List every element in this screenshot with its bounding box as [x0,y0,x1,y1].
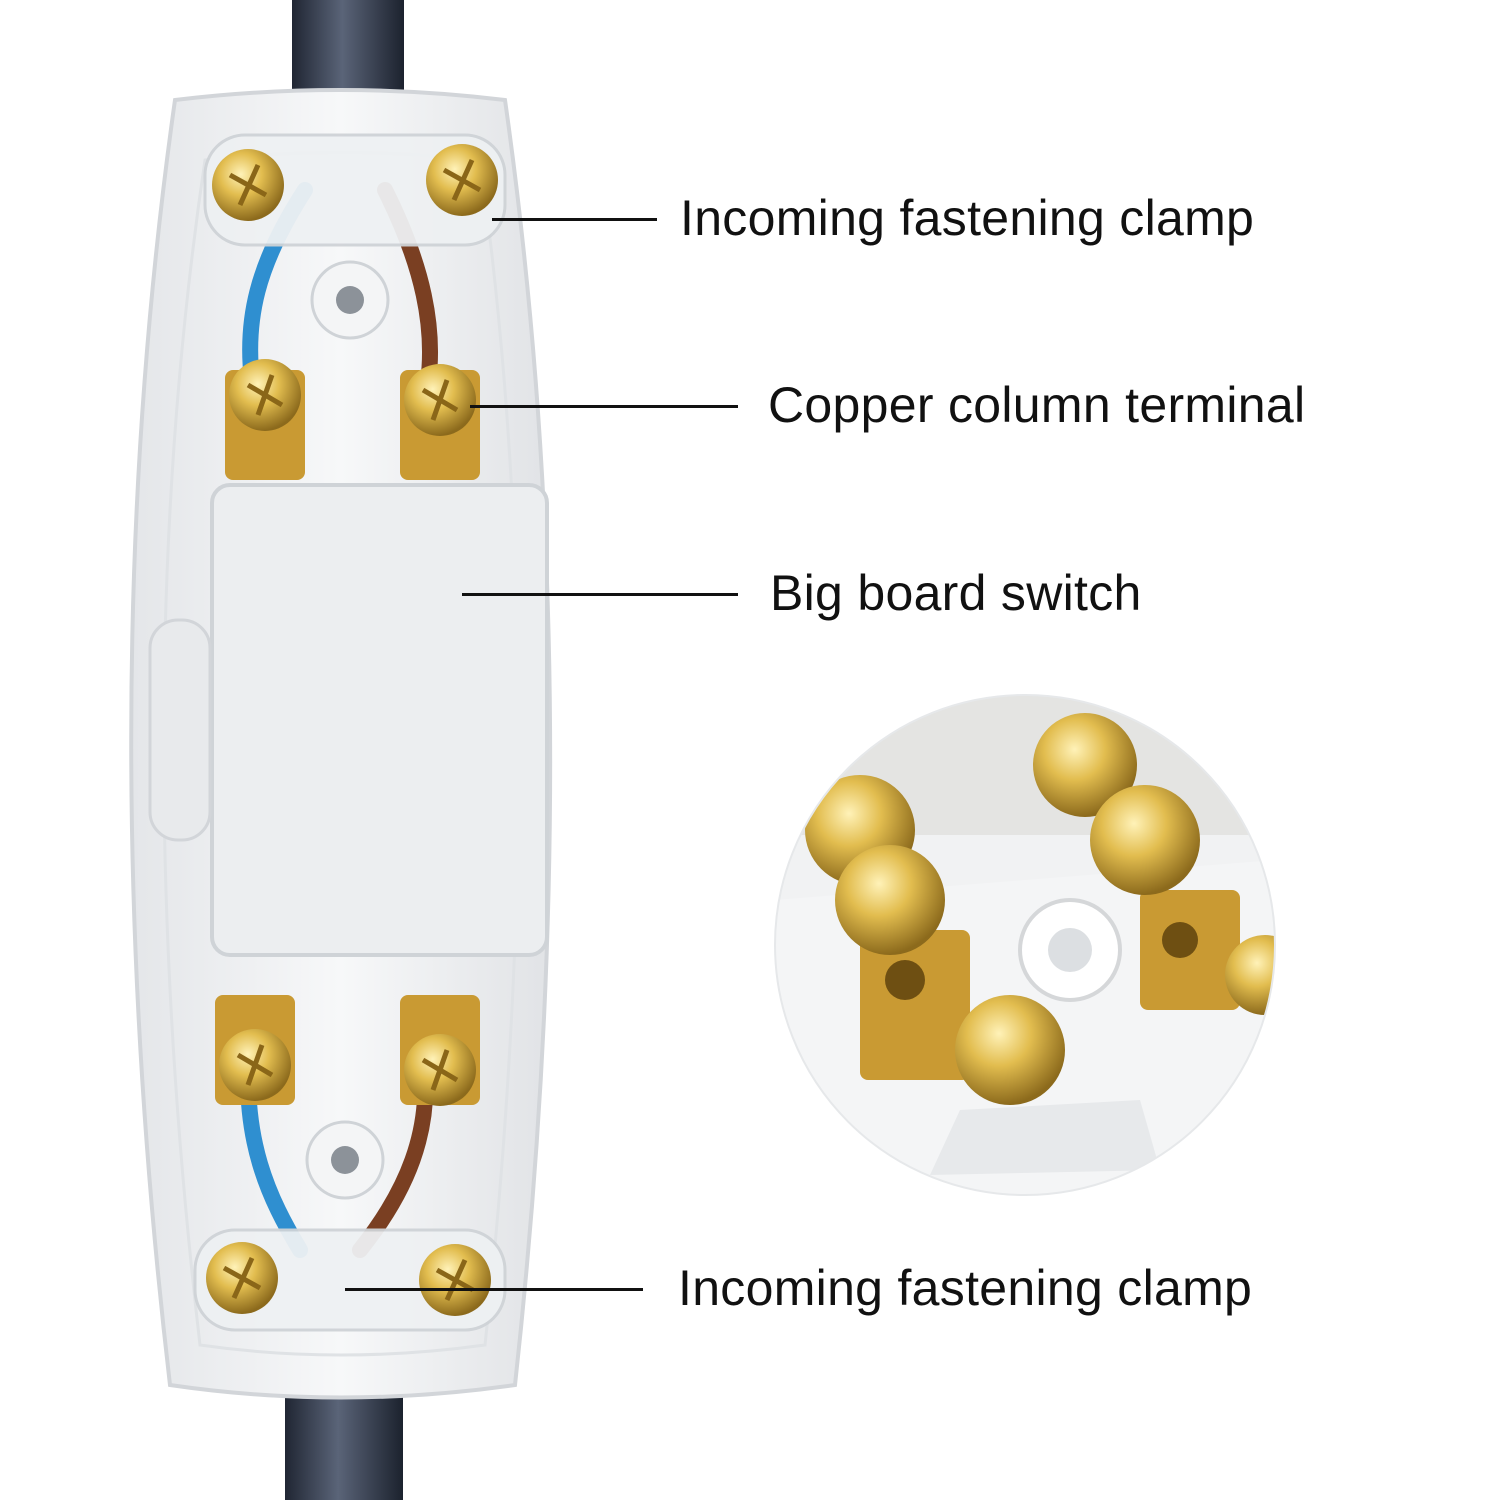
label-copper-column-terminal: Copper column terminal [768,377,1306,433]
callout-line-switch [462,593,738,596]
callout-line-top-clamp [492,218,657,221]
label-top-fastening-clamp: Incoming fastening clamp [680,190,1255,246]
bottom-fastening-clamp [193,1228,507,1332]
label-big-board-switch: Big board switch [770,565,1142,621]
terminal-closeup [775,695,1275,1195]
callout-line-terminal [470,405,738,408]
callout-line-bottom-clamp [345,1288,643,1291]
top-fastening-clamp [203,133,507,247]
copper-column-terminals-bottom [215,995,480,1106]
big-board-switch [210,483,549,957]
label-bottom-fastening-clamp: Incoming fastening clamp [678,1260,1253,1316]
copper-column-terminals-top [225,359,480,480]
